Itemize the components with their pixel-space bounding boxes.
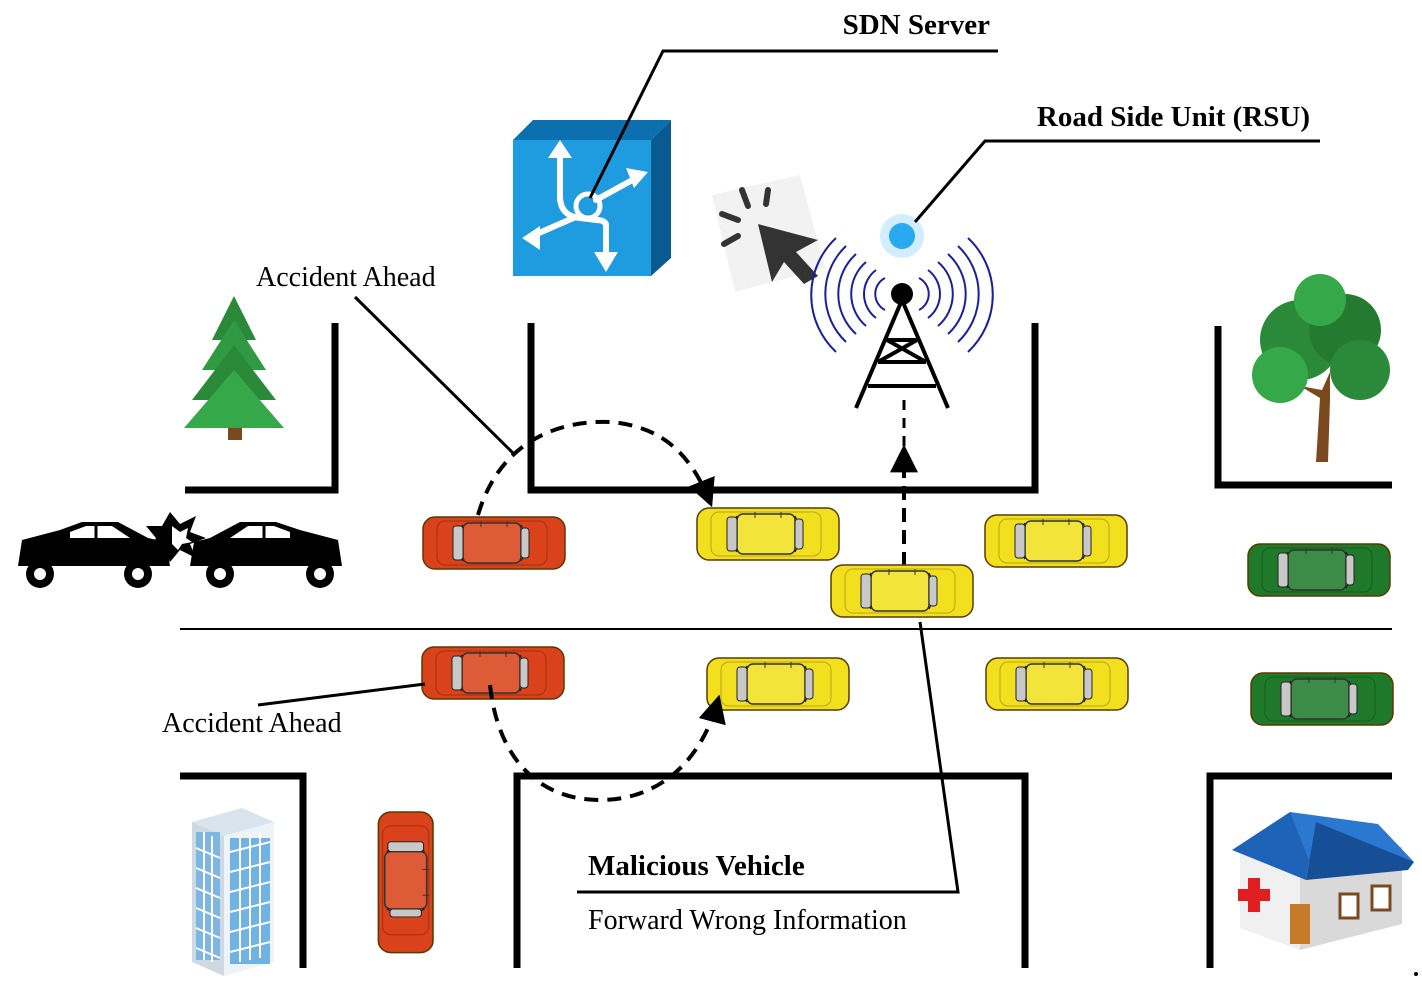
- hospital-icon: [1232, 812, 1414, 950]
- sdn-server-label: SDN Server: [843, 9, 991, 41]
- upper-dashed-arrow: [476, 419, 715, 516]
- yellow-car-upper-1: [696, 507, 840, 561]
- malicious-vehicle-callout: [577, 621, 960, 894]
- green-car-lower: [1250, 672, 1394, 726]
- red-car-upper: [422, 516, 566, 570]
- yellow-car-upper-2: [984, 514, 1128, 568]
- yellow-car-lower-1: [706, 657, 850, 711]
- accident-ahead-label-top: Accident Ahead: [256, 262, 436, 293]
- forward-wrong-info-label: Forward Wrong Information: [588, 905, 907, 936]
- crashed-car-right: [190, 522, 342, 588]
- pine-tree-icon: [184, 296, 284, 440]
- collision-icon: [146, 512, 206, 562]
- rsu-tower-icon: [810, 214, 994, 409]
- accident-ahead-label-bottom: Accident Ahead: [162, 708, 342, 739]
- sdn-server-callout: [588, 49, 998, 199]
- deciduous-tree-icon: [1252, 274, 1390, 462]
- office-building-icon: [192, 808, 274, 976]
- accident-bottom-callout: [257, 682, 426, 707]
- sdn-server-icon: [513, 120, 671, 276]
- rsu-label: Road Side Unit (RSU): [1037, 101, 1310, 133]
- green-car-upper: [1247, 543, 1391, 597]
- corner-dot: [1414, 972, 1418, 976]
- road-markings: [180, 323, 1392, 968]
- yellow-car-lower-2: [985, 657, 1129, 711]
- accident-top-callout: [353, 295, 517, 457]
- cursor-click-icon: [712, 175, 825, 292]
- malicious-vehicle-car: [830, 564, 974, 618]
- red-car-lower: [421, 646, 565, 700]
- malicious-vehicle-label: Malicious Vehicle: [588, 850, 805, 882]
- red-car-vertical: [377, 811, 434, 954]
- lower-dashed-arrow: [488, 684, 726, 803]
- crashed-car-left: [18, 522, 170, 588]
- rsu-callout: [913, 139, 1320, 223]
